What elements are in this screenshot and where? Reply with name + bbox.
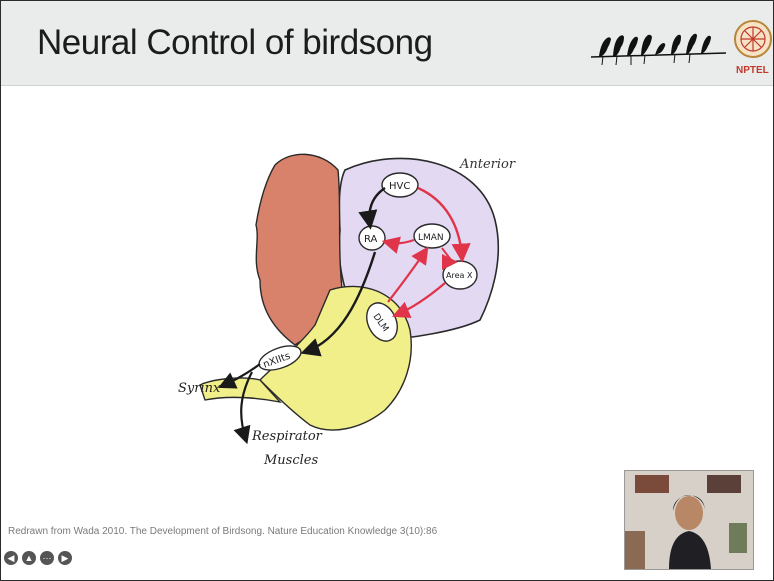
- label-lman: LMAN: [418, 233, 444, 243]
- presenter-webcam: [624, 470, 754, 570]
- next-icon[interactable]: ▶: [58, 551, 72, 565]
- slide-controls: ◀ ▲ ⋯ ▶: [4, 551, 72, 565]
- label-areax: Area X: [446, 271, 473, 280]
- label-anterior: Anterior: [459, 157, 516, 172]
- pointer-icon[interactable]: ▲: [22, 551, 36, 565]
- presenter-video-icon: [625, 471, 753, 569]
- nptel-logo-text: NPTEL: [736, 65, 769, 76]
- label-respirator: Respirator: [251, 429, 323, 444]
- birds-on-wire-icon: [591, 23, 726, 73]
- label-ra: RA: [364, 234, 378, 245]
- prev-icon[interactable]: ◀: [4, 551, 18, 565]
- label-muscles: Muscles: [263, 453, 318, 468]
- citation-text: Redrawn from Wada 2010. The Development …: [8, 526, 437, 537]
- label-hvc: HVC: [389, 181, 410, 192]
- slide-header: Neural Control of birdsong NPTEL: [1, 1, 773, 86]
- menu-icon[interactable]: ⋯: [40, 551, 54, 565]
- birdsong-brain-diagram: Anterior HVC RA LMAN Area X DLM nXIIts S…: [160, 140, 570, 520]
- slide-title: Neural Control of birdsong: [37, 23, 433, 63]
- label-syrinx: Syrinx: [178, 381, 221, 396]
